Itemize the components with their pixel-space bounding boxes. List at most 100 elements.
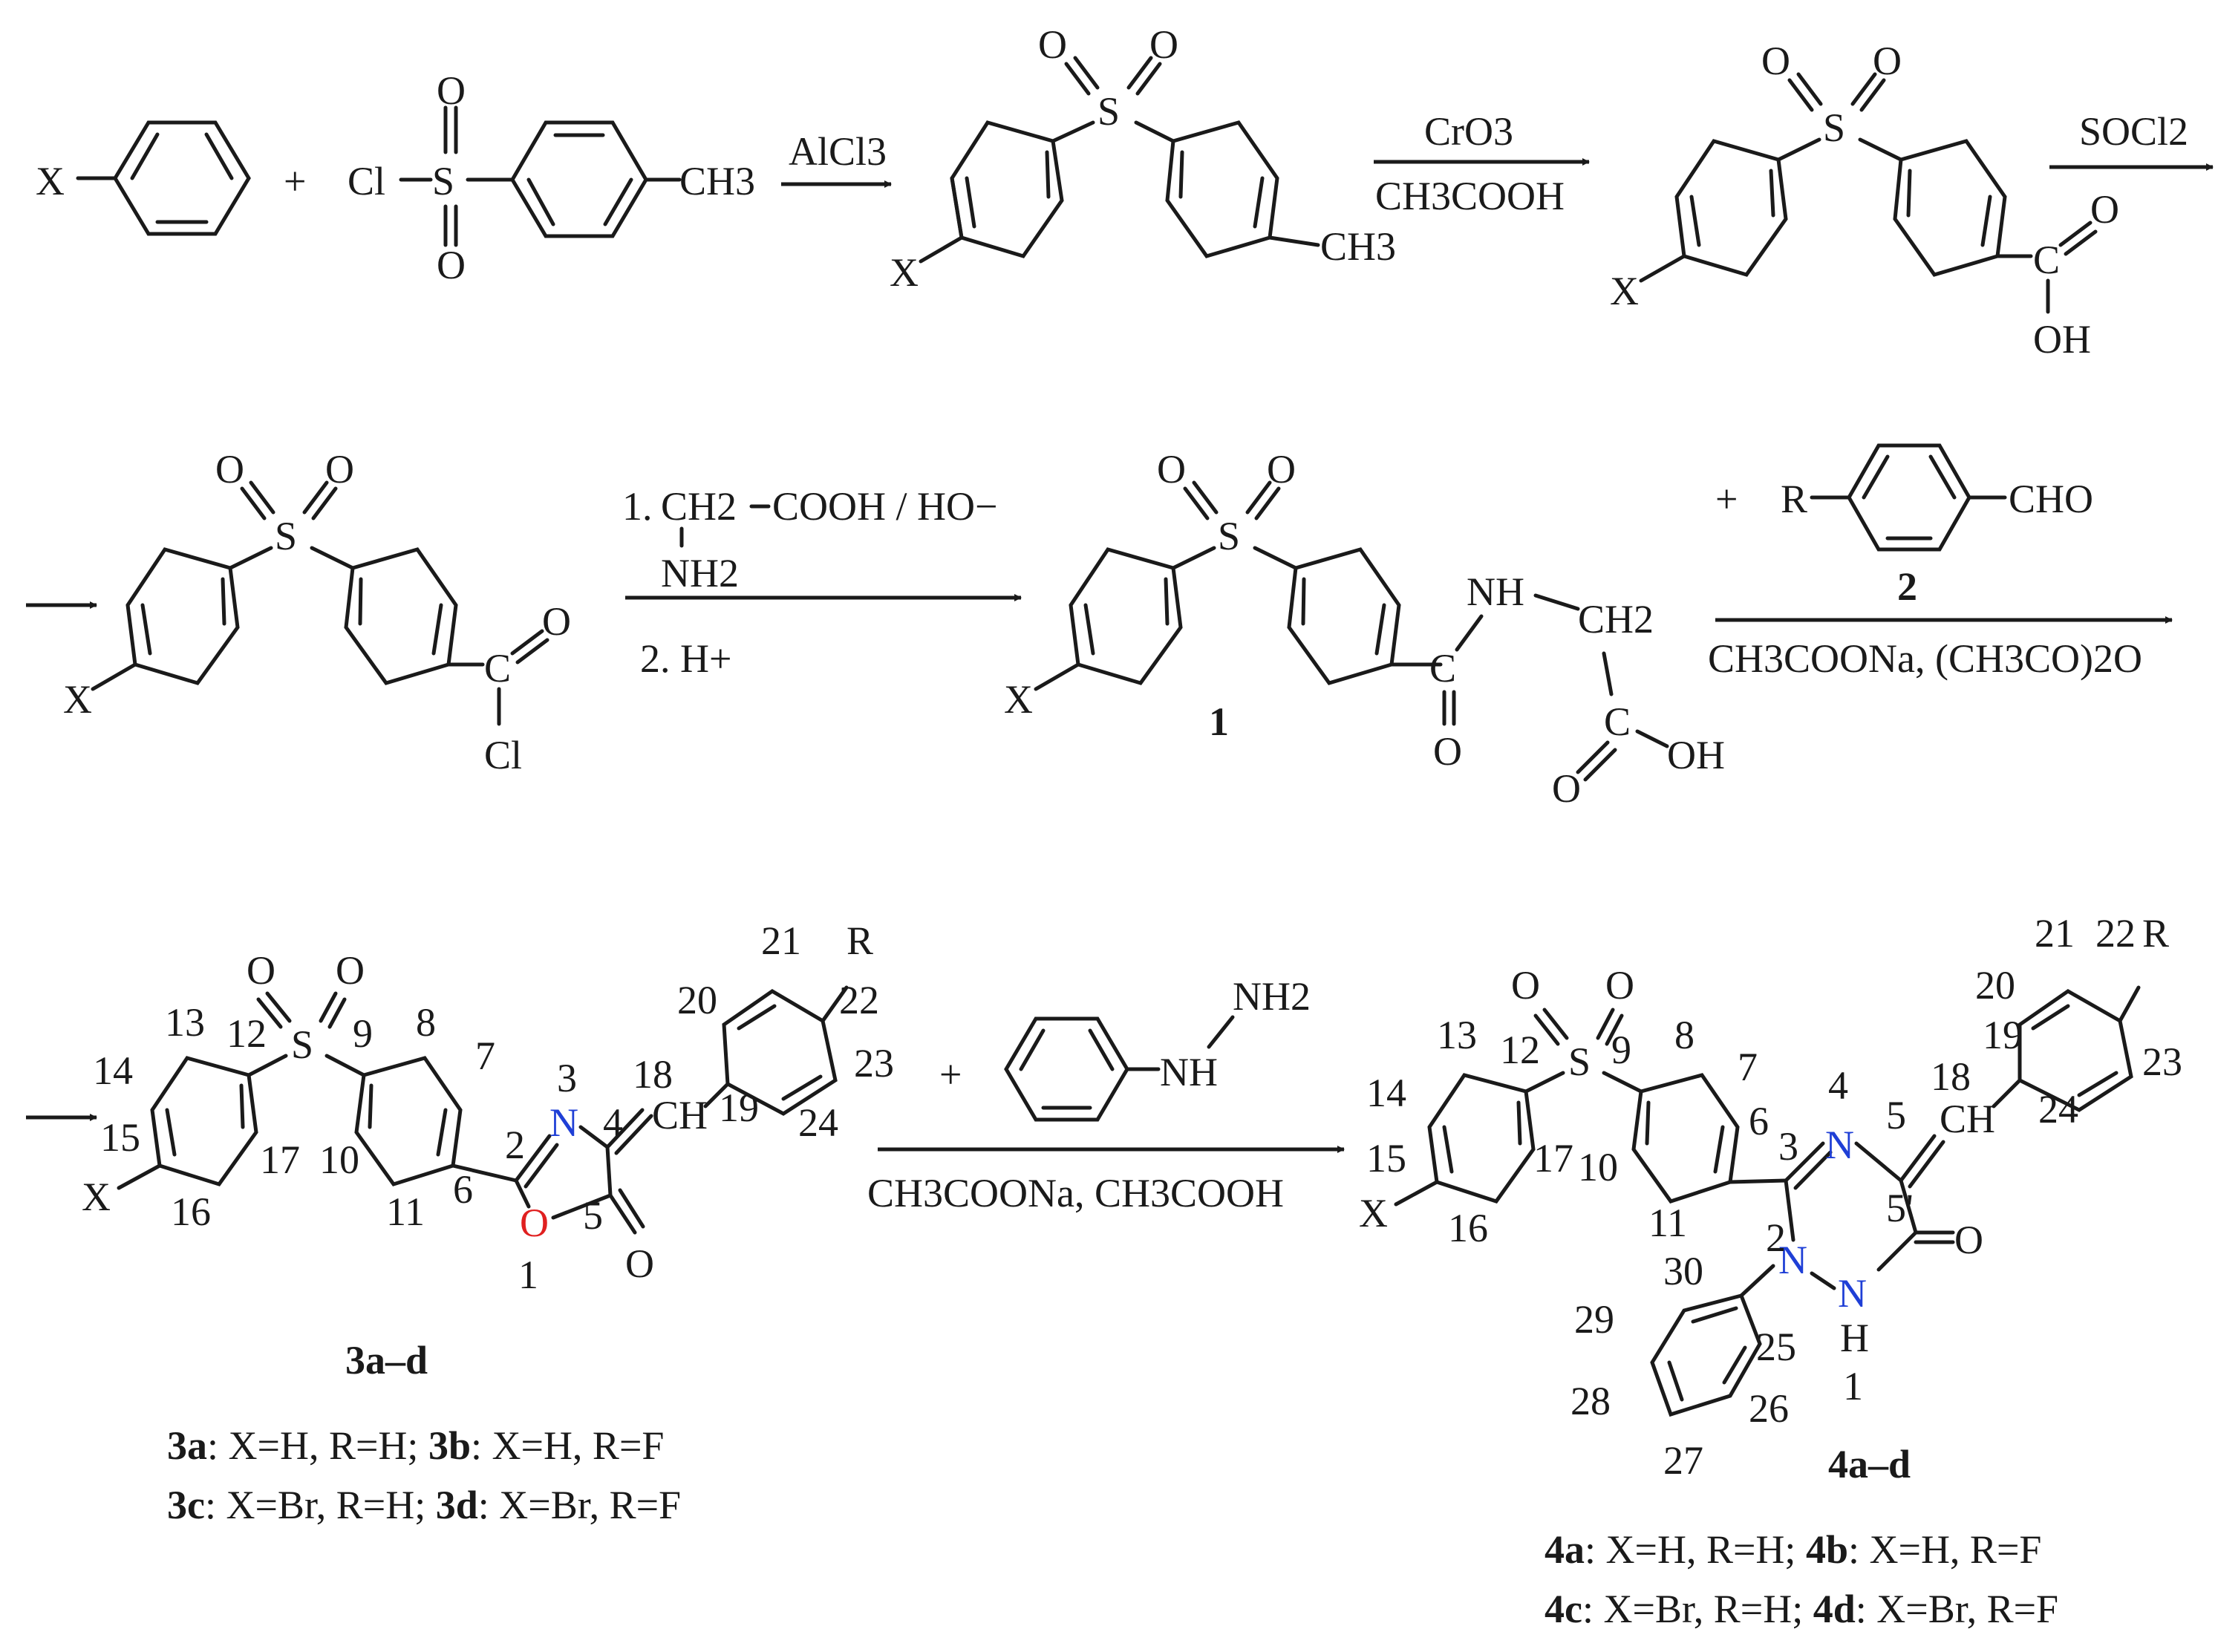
substituent-r: R	[1781, 477, 1807, 521]
atom-o-right: O	[1267, 447, 1296, 492]
reagent-acetate-anhydride: CH3COONa, (CH3CO)2O	[1708, 636, 2142, 681]
atom-number-1: 1	[1843, 1364, 1863, 1408]
substituent-x: X	[63, 677, 92, 722]
atom-c-acid: C	[1604, 699, 1631, 744]
atom-number-27: 27	[1663, 1438, 1703, 1483]
atom-number-5: 5	[1886, 1093, 1906, 1137]
atom-s: S	[291, 1022, 313, 1067]
atom-number-3: 3	[1778, 1124, 1798, 1169]
atom-s: S	[432, 159, 454, 203]
atom-cl: Cl	[348, 159, 385, 203]
atom-number-11: 11	[386, 1189, 425, 1234]
atom-o-left: O	[1157, 447, 1186, 492]
atom-number-16: 16	[1448, 1206, 1488, 1250]
x-benzene: X	[36, 120, 251, 236]
atom-number-14: 14	[1366, 1071, 1406, 1115]
step1-arrow: AlCl3	[781, 129, 892, 188]
atom-number-29: 29	[1574, 1297, 1614, 1342]
step4-acid: 2. H+	[640, 636, 731, 681]
compound-3-label: 3a–d	[345, 1338, 428, 1382]
atom-oh: OH	[1667, 733, 1725, 777]
atom-c: C	[1429, 646, 1456, 690]
compound-4-label: 4a–d	[1828, 1442, 1911, 1486]
step2-arrow: CrO3 CH3COOH	[1374, 109, 1590, 218]
variants-4-line1: 4a: X=H, R=H; 4b: X=H, R=F	[1545, 1527, 2041, 1572]
atom-s: S	[1568, 1039, 1591, 1084]
atom-number-17: 17	[1533, 1136, 1573, 1181]
reagent-cooh: COOH / HO−	[772, 484, 997, 529]
substituent-x: X	[1004, 677, 1033, 722]
reagent-cro3: CrO3	[1424, 109, 1513, 154]
aldehyde-2: + R CHO 2	[1715, 443, 2093, 609]
atom-number-17: 17	[260, 1137, 300, 1182]
variants-4-line2: 4c: X=Br, R=H; 4d: X=Br, R=F	[1545, 1587, 2058, 1631]
atom-number-7: 7	[1738, 1045, 1758, 1089]
atom-o-ring: O	[520, 1201, 549, 1245]
atom-o-right: O	[1873, 39, 1902, 83]
atom-number-5: 5	[583, 1193, 603, 1238]
step5-arrow: CH3COONa, (CH3CO)2O	[1708, 616, 2173, 681]
reagent-ch2: CH2	[661, 484, 737, 529]
atom-number-21: 21	[2035, 911, 2075, 956]
atom-o: O	[542, 599, 571, 644]
atom-number-19: 19	[719, 1085, 759, 1130]
reagent-acetic-acid: CH3COOH	[1375, 174, 1565, 218]
reagent-nh2: NH2	[661, 551, 739, 595]
atom-number-4: 4	[1828, 1063, 1848, 1108]
atom-o-right: O	[325, 447, 354, 492]
compound-1-glycine-amide: S O O X C O NH CH2 C O OH 1	[1004, 447, 1725, 811]
atom-nh: NH	[1467, 569, 1524, 614]
atom-number-24: 24	[798, 1100, 838, 1145]
atom-number-28: 28	[1570, 1379, 1611, 1423]
atom-n4: N	[1825, 1123, 1854, 1167]
atom-number-10: 10	[319, 1137, 359, 1182]
atom-number-6: 6	[453, 1167, 473, 1212]
atom-number-21: 21	[761, 918, 801, 963]
atom-number-12: 12	[1500, 1028, 1540, 1072]
atom-o-left: O	[1761, 39, 1790, 83]
atom-number-1: 1	[518, 1253, 538, 1297]
substituent-x: X	[36, 159, 65, 203]
substituent-x: X	[890, 250, 919, 295]
atom-number-19: 19	[1983, 1013, 2023, 1057]
atom-n1: N	[1838, 1271, 1867, 1316]
plus-sign-1: +	[284, 159, 306, 203]
atom-oh: OH	[2033, 317, 2091, 362]
atom-s: S	[1823, 105, 1845, 150]
variants-3-line1: 3a: X=H, R=H; 3b: X=H, R=F	[167, 1423, 664, 1468]
atom-o: O	[2090, 187, 2119, 232]
atom-s: S	[1097, 89, 1120, 134]
atom-o-acid: O	[1552, 766, 1581, 811]
atom-h: H	[1840, 1316, 1869, 1360]
substituent-x: X	[82, 1175, 111, 1219]
substituent-x: X	[1610, 269, 1639, 313]
atom-o-bottom: O	[437, 243, 466, 287]
methyl-sulfone: S O O X CH3	[890, 22, 1396, 295]
atom-o-right: O	[1605, 963, 1634, 1008]
atom-number-30: 30	[1663, 1249, 1703, 1293]
step4-arrow: 1. CH2 COOH / HO− NH2 2. H+	[622, 484, 1022, 681]
atom-number-12: 12	[226, 1011, 267, 1056]
plus-sign-3: +	[939, 1052, 962, 1097]
atom-number-24: 24	[2038, 1087, 2078, 1132]
atom-n: N	[549, 1100, 578, 1145]
substituent-r: R	[2142, 911, 2169, 956]
atom-n2: N	[1778, 1238, 1807, 1282]
atom-number-15: 15	[100, 1115, 140, 1160]
atom-number-9: 9	[353, 1011, 373, 1056]
atom-number-11: 11	[1648, 1201, 1687, 1245]
atom-number-16: 16	[171, 1189, 211, 1234]
atom-o-left: O	[247, 948, 275, 993]
atom-number-9: 9	[1611, 1028, 1631, 1072]
atom-c: C	[484, 646, 511, 690]
atom-number-8: 8	[416, 1000, 436, 1045]
atom-number-23: 23	[854, 1041, 894, 1085]
atom-cl: Cl	[484, 733, 522, 777]
atom-number-10: 10	[1578, 1145, 1618, 1189]
atom-ch: CH	[1940, 1097, 1995, 1141]
atom-o-right: O	[336, 948, 365, 993]
atom-number-15: 15	[1366, 1136, 1406, 1181]
atom-o-left: O	[215, 447, 244, 492]
step6-arrow: CH3COONa, CH3COOH	[867, 1146, 1345, 1215]
atom-ch: CH	[652, 1093, 708, 1137]
